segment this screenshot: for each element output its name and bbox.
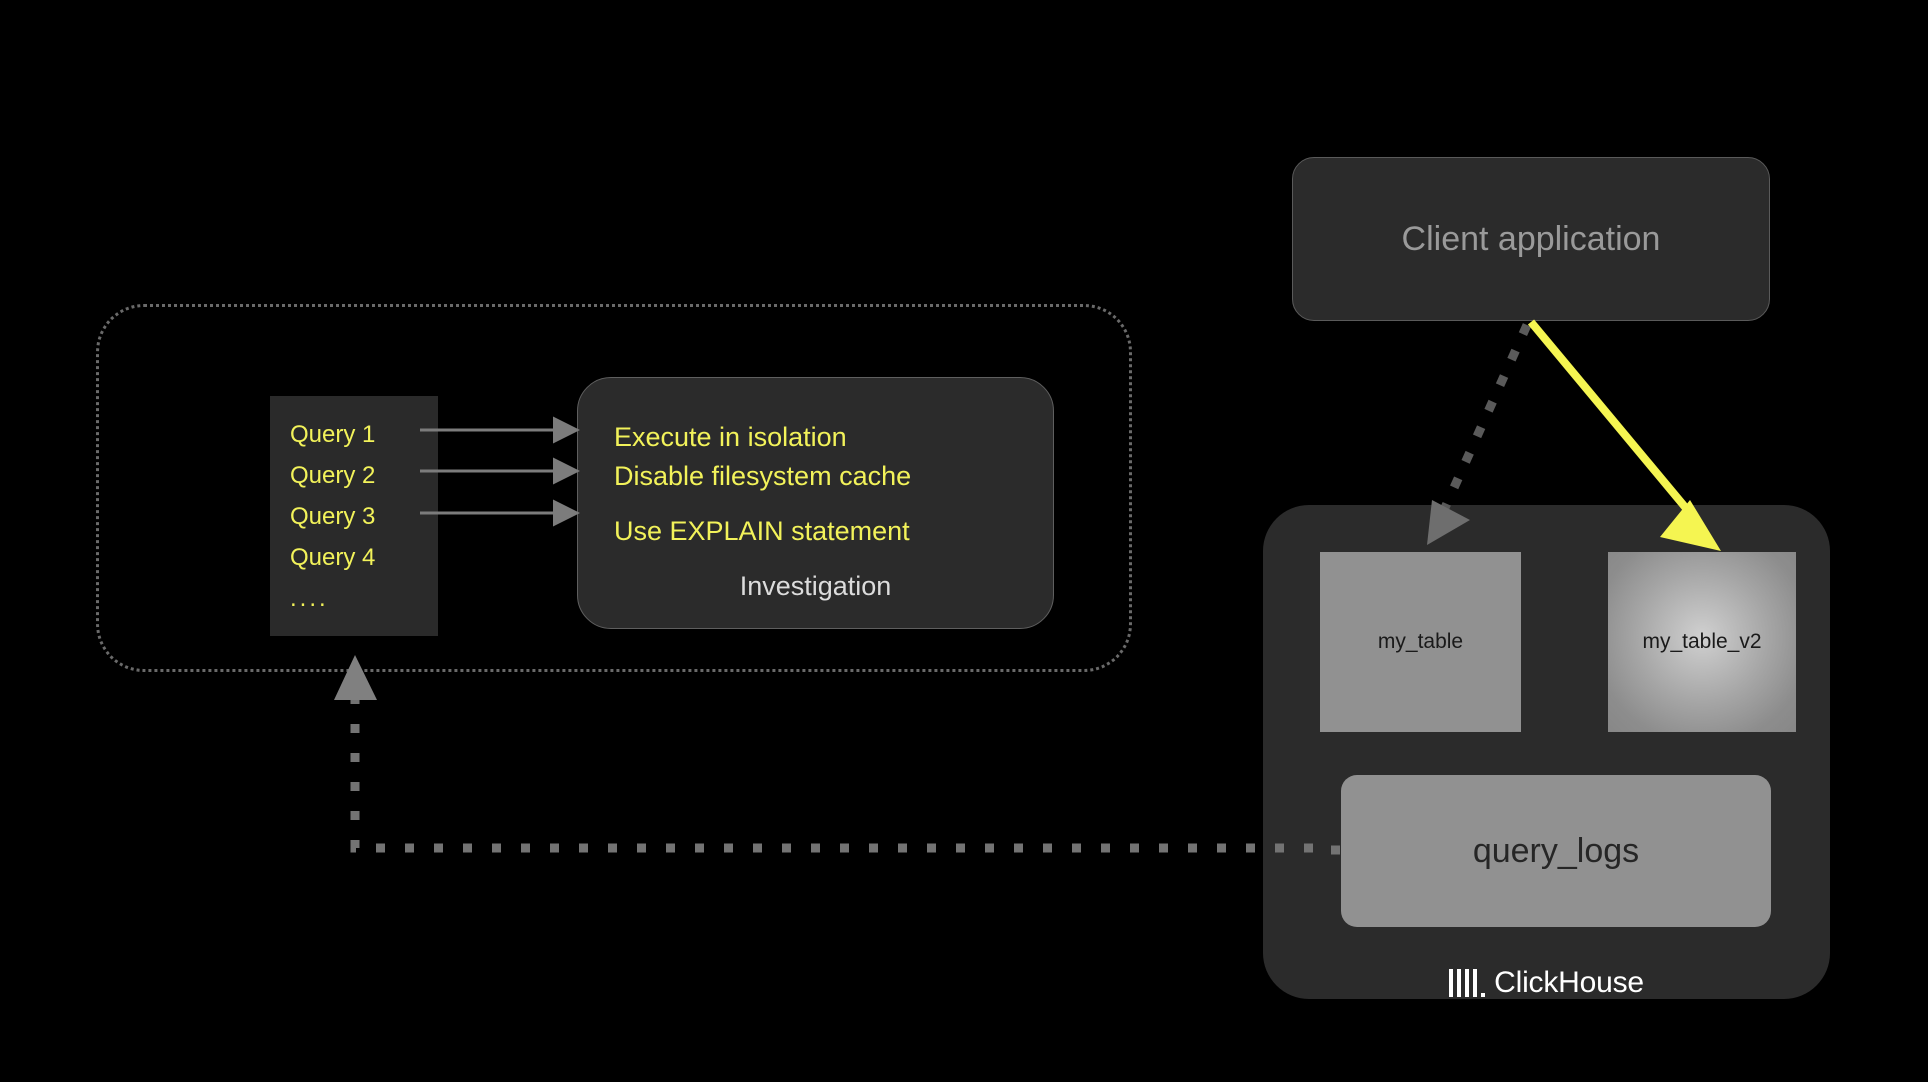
connector-client-to-my-table-v2 <box>1527 319 1704 528</box>
investigation-panel-title: Investigation <box>739 571 892 601</box>
investigation-group-container <box>96 304 1132 672</box>
client-application-box: Client application <box>1292 157 1770 321</box>
investigation-line-1: Execute in isolation <box>614 422 847 452</box>
clickhouse-logo: ClickHouse <box>1263 962 1830 1004</box>
investigation-line-3: Use EXPLAIN statement <box>614 516 910 546</box>
table-query-logs-label: query_logs <box>1472 831 1640 870</box>
table-my-table-v2: my_table_v2 <box>1608 552 1796 732</box>
client-application-label: Client application <box>1401 219 1661 258</box>
queries-box: Query 1 Query 2 Query 3 Query 4 .... <box>270 396 438 636</box>
investigation-spacer <box>614 496 1053 512</box>
query-list-item-2: Query 2 <box>290 462 376 489</box>
investigation-panel: Execute in isolation Disable filesystem … <box>577 377 1054 629</box>
table-my-table-label: my_table <box>1377 630 1464 653</box>
connector-query-logs-to-queries <box>350 700 1340 855</box>
table-my-table-v2-label: my_table_v2 <box>1642 630 1762 653</box>
clickhouse-bars-icon <box>1449 969 1486 997</box>
query-list-item-3: Query 3 <box>290 503 376 530</box>
query-list-item-1: Query 1 <box>290 421 376 448</box>
table-query-logs: query_logs <box>1341 775 1771 927</box>
query-list-item-ellipsis: .... <box>290 585 329 612</box>
connector-client-to-my-table <box>1439 323 1532 512</box>
query-list-item-4: Query 4 <box>290 544 376 571</box>
investigation-line-2: Disable filesystem cache <box>614 461 912 491</box>
table-my-table: my_table <box>1320 552 1521 732</box>
clickhouse-logo-text: ClickHouse <box>1494 966 1644 999</box>
